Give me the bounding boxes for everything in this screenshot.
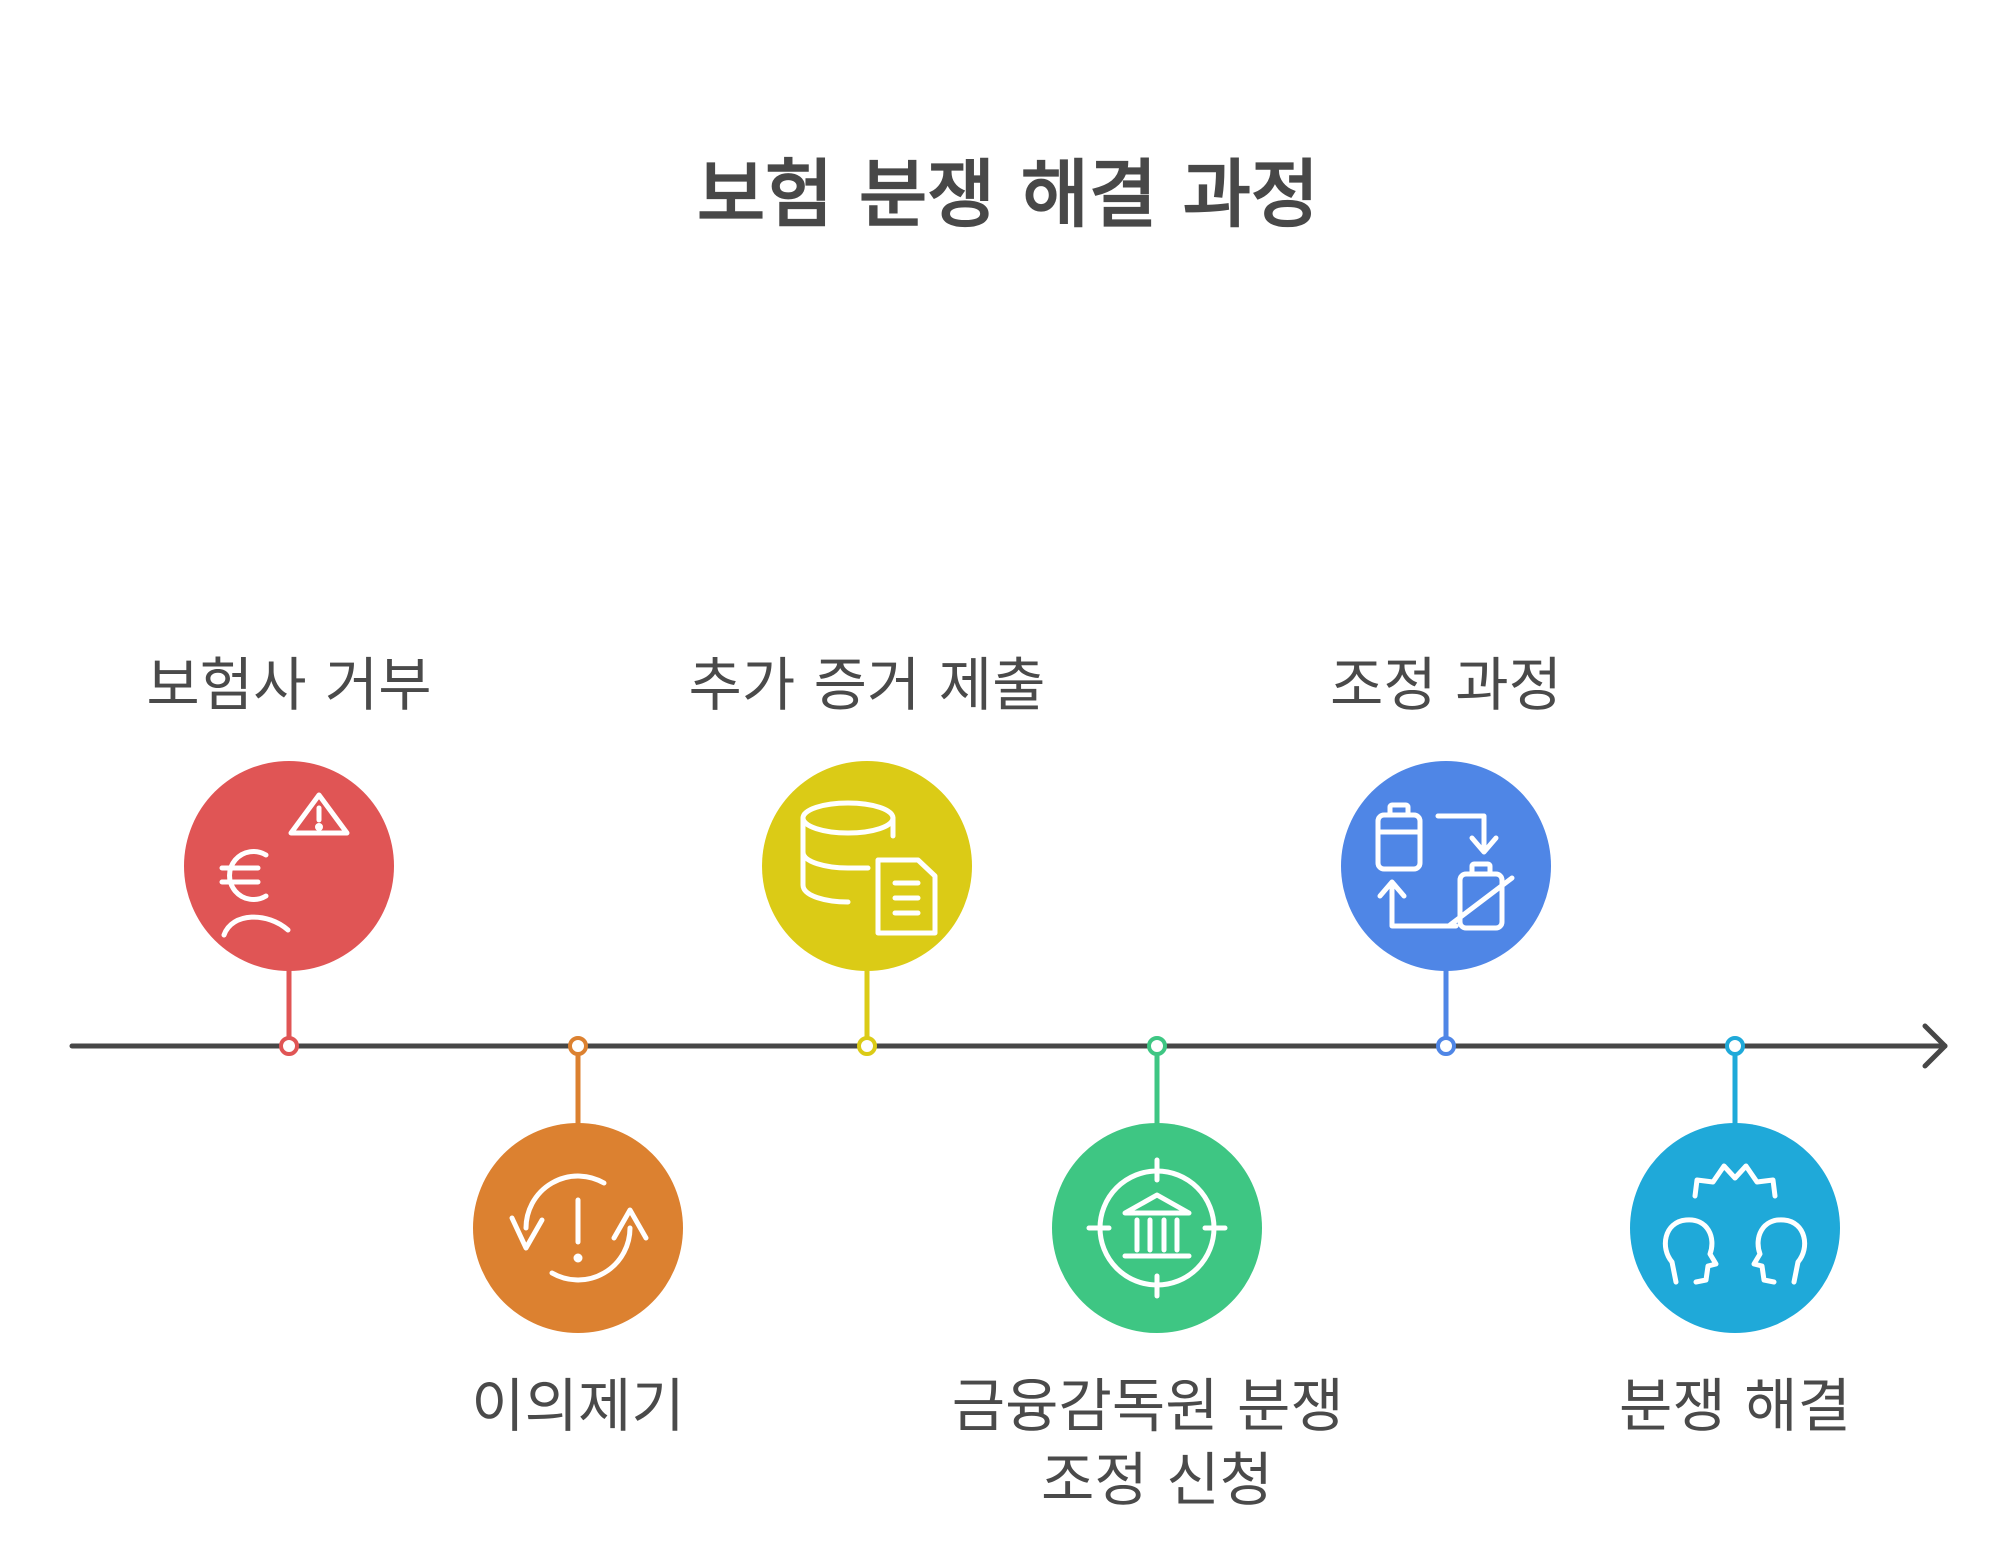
conflict-heads-icon	[1662, 1163, 1808, 1285]
step-6-marker	[1725, 1036, 1745, 1056]
step-2: 이의제기	[471, 1036, 685, 1440]
step-6-label: 분쟁 해결	[1619, 1372, 1851, 1440]
step-2-marker	[568, 1036, 588, 1056]
step-4: 금융감독원 분쟁 조정 신청	[952, 1036, 1362, 1514]
step-6: 분쟁 해결	[1619, 1036, 1851, 1440]
step-4-circle	[1052, 1123, 1262, 1333]
step-4-label-line-1: 금융감독원 분쟁	[952, 1372, 1344, 1440]
step-4-marker	[1147, 1036, 1167, 1056]
step-3-marker	[857, 1036, 877, 1056]
step-5-circle	[1341, 761, 1551, 971]
timeline-arrowhead	[1922, 1023, 1948, 1069]
refresh-alert-icon	[509, 1173, 649, 1283]
diagram-title: 보험 분쟁 해결 과정	[697, 152, 1319, 238]
step-5-marker	[1436, 1036, 1456, 1056]
step-6-circle	[1630, 1123, 1840, 1333]
step-3-label: 추가 증거 제출	[688, 651, 1045, 719]
battery-swap-icon	[1375, 802, 1515, 931]
step-3: 추가 증거 제출	[688, 651, 1046, 1056]
step-1-label: 보험사 거부	[146, 651, 431, 719]
step-4-label: 금융감독원 분쟁 조정 신청	[952, 1372, 1362, 1514]
step-5: 조정 과정	[1330, 651, 1562, 1056]
step-5-label: 조정 과정	[1330, 651, 1562, 719]
step-1-circle	[184, 761, 394, 971]
step-2-label: 이의제기	[471, 1372, 684, 1440]
bank-target-icon	[1086, 1157, 1228, 1299]
step-4-label-line-2: 조정 신청	[1041, 1446, 1273, 1514]
step-1-marker	[279, 1036, 299, 1056]
step-1: 보험사 거부	[146, 651, 432, 1056]
euro-person-warning-icon	[219, 792, 350, 938]
database-document-icon	[800, 800, 938, 936]
